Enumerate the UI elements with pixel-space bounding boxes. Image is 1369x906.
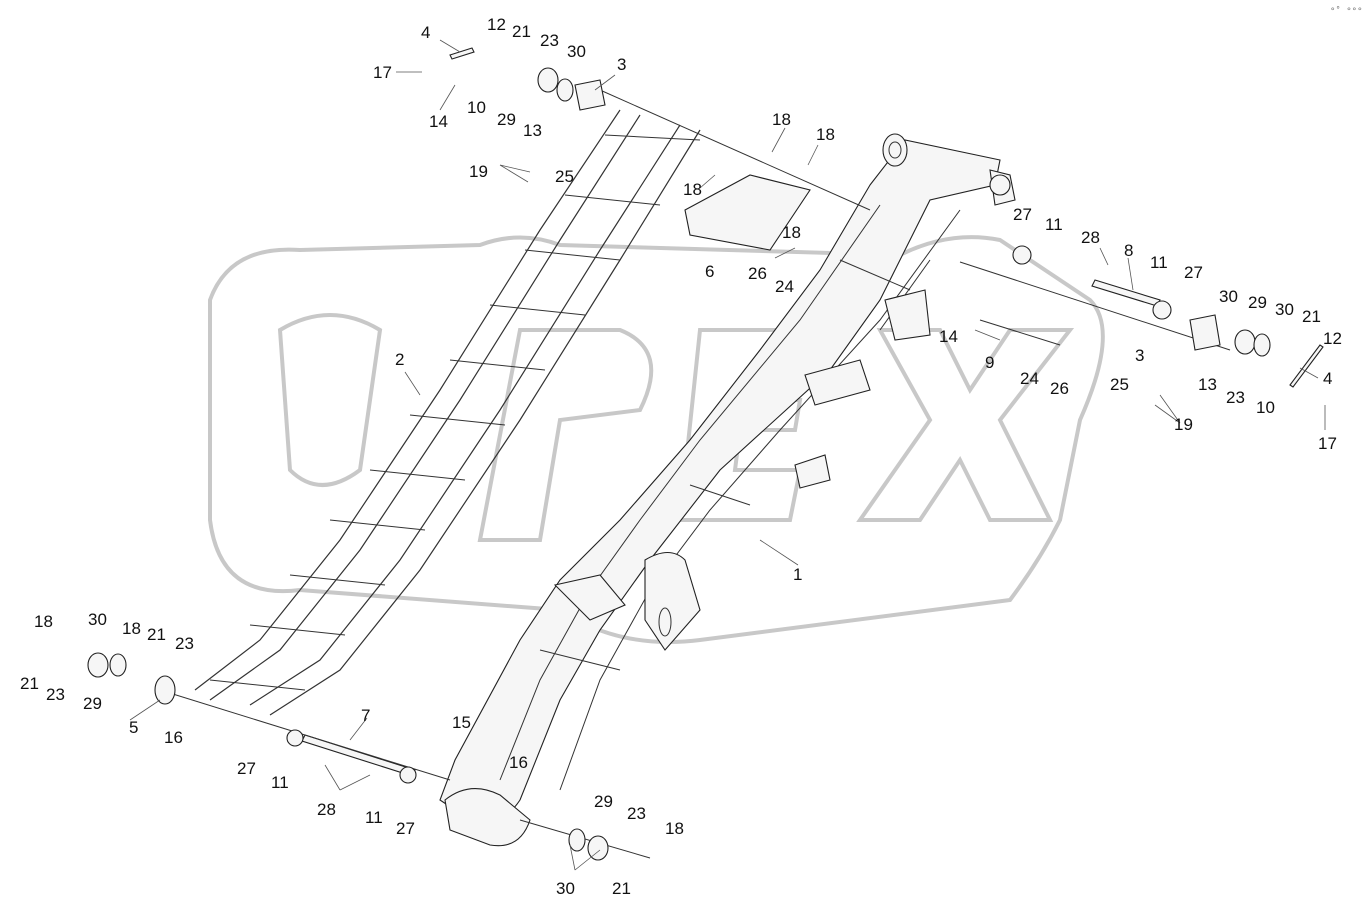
callout-label: 16 [164,728,183,747]
callout-label: 5 [129,718,138,737]
callout-label: 28 [317,800,336,819]
callout-label: 24 [775,277,794,296]
callout-label: 3 [617,55,626,74]
callout-label: 18 [782,223,801,242]
callout-label: 25 [555,167,574,186]
callout-label: 30 [1219,287,1238,306]
callout-label: 29 [594,792,613,811]
callout-label: 30 [567,42,586,61]
callout-label: 12 [1323,329,1342,348]
callout-label: 11 [271,773,289,792]
callout-label: 28 [1081,228,1100,247]
callout-label: 27 [237,759,256,778]
callout-label: 13 [523,121,542,140]
callout-label: 26 [748,264,767,283]
callout-label: 18 [683,180,702,199]
callout-label: 8 [1124,241,1133,260]
callout-label: 23 [627,804,646,823]
callout-label: 23 [1226,388,1245,407]
callout-label: 14 [939,327,958,346]
slat-chain [194,109,701,716]
callout-label: 29 [83,694,102,713]
callout-label: 6 [705,262,714,281]
callout-label: 7 [361,706,370,725]
corner-mark: °˚ °°° [1330,6,1363,17]
callout-label: 21 [612,879,631,898]
callout-label: 19 [1174,415,1193,434]
callout-label: 29 [1248,293,1267,312]
callout-label: 14 [429,112,448,131]
callout-label: 11 [365,808,383,827]
callout-label: 30 [88,610,107,629]
callout-label: 2 [395,350,404,369]
callout-label: 21 [512,22,531,41]
callout-label: 1 [793,565,802,584]
callout-label: 18 [665,819,684,838]
callout-label: 17 [1318,434,1337,453]
callout-label: 29 [497,110,516,129]
callout-label: 9 [985,353,994,372]
callout-label: 13 [1198,375,1217,394]
callout-label: 23 [540,31,559,50]
callout-label: 18 [772,110,791,129]
conveyor-housing [439,133,1016,847]
callout-label: 16 [509,753,528,772]
callout-label: 11 [1150,253,1168,272]
callout-label: 23 [175,634,194,653]
callout-label: 30 [1275,300,1294,319]
callout-label: 18 [816,125,835,144]
callout-label: 18 [34,612,53,631]
callout-label: 30 [556,879,575,898]
callout-label: 15 [452,713,471,732]
callout-label: 26 [1050,379,1069,398]
callout-label: 11 [1045,215,1063,234]
callout-label: 12 [487,15,506,34]
leader-lines [129,39,1326,871]
callout-label: 4 [1323,369,1332,388]
callout-label: 23 [46,685,65,704]
callout-label: 21 [147,625,166,644]
callout-label: 24 [1020,369,1039,388]
callout-label: 3 [1135,346,1144,365]
callout-label: 25 [1110,375,1129,394]
callout-label: 27 [1184,263,1203,282]
callout-label: 21 [20,674,39,693]
callout-label: 4 [421,23,430,42]
callout-label: 18 [122,619,141,638]
callout-label: 21 [1302,307,1321,326]
bearings-sprockets [87,47,1324,861]
callout-label: 10 [467,98,486,117]
callout-label: 19 [469,162,488,181]
cover-plate [684,174,811,251]
callout-label: 10 [1256,398,1275,417]
callout-labels: 4 12 21 23 30 3 17 10 29 13 14 19 25 18 … [20,15,1342,898]
callout-label: 27 [396,819,415,838]
callout-label: 17 [373,63,392,82]
callout-label: 27 [1013,205,1032,224]
